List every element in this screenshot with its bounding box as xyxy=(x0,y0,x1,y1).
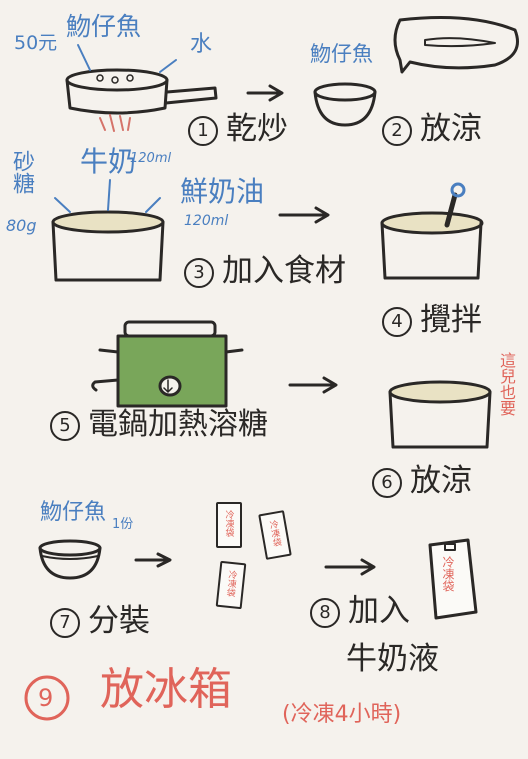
step-7-label: 7 分裝 xyxy=(50,606,150,638)
step-1-number: 1 xyxy=(188,115,218,146)
step-9-note: (冷凍4小時) xyxy=(282,702,402,727)
cooling-pot-icon xyxy=(388,380,492,449)
step-1-text: 乾炒 xyxy=(226,111,288,147)
step-4-text: 攪拌 xyxy=(420,302,482,338)
step-9-circle-icon xyxy=(24,675,70,721)
arrow-icon xyxy=(324,558,376,576)
step-2-text: 放涼 xyxy=(420,111,482,147)
step-8-text: 加入 xyxy=(348,593,410,629)
step-7-number: 7 xyxy=(50,607,80,638)
freezer-bag-icon xyxy=(428,538,478,620)
step-4-label: 4 攪拌 xyxy=(382,305,482,337)
packet-text: 冷凍袋 xyxy=(224,569,238,598)
step-8-label-line2: 牛奶液 xyxy=(346,641,439,677)
fish-bubble-icon xyxy=(393,16,519,74)
arrow-icon xyxy=(134,552,172,568)
price-label: 50元 xyxy=(14,32,58,54)
arrow-icon xyxy=(288,376,338,394)
packet-text: 冷凍袋 xyxy=(223,510,234,537)
arrow-icon xyxy=(278,206,330,224)
step-9-text: 放冰箱 xyxy=(100,664,232,715)
sugar-amount: 80g xyxy=(6,216,37,235)
step-8-number: 8 xyxy=(310,597,340,628)
step-6-note: 這兒也要 xyxy=(497,352,516,416)
step-6-label: 6 放涼 xyxy=(372,466,472,498)
water-label: 水 xyxy=(190,32,213,57)
fish-bowl-icon xyxy=(38,539,102,580)
small-bowl-icon xyxy=(313,82,377,127)
step-8-label: 8 加入 xyxy=(310,596,410,628)
step-7-fish-amount: 1份 xyxy=(112,517,134,532)
freezer-packet-icon: 冷凍袋 xyxy=(216,502,242,548)
step-5-label: 5 電鍋加熱溶糖 xyxy=(50,410,268,441)
milk-amount: 120ml xyxy=(130,151,172,166)
freezer-packet-icon: 冷凍袋 xyxy=(215,560,247,610)
packet-text: 冷凍袋 xyxy=(266,519,282,548)
arrow-icon xyxy=(246,84,284,102)
step-3-text: 加入食材 xyxy=(222,253,346,289)
step-5-text: 電鍋加熱溶糖 xyxy=(88,407,268,442)
step-1-label: 1 乾炒 xyxy=(188,114,288,146)
step-6-text: 放涼 xyxy=(410,463,472,499)
cream-label: 鮮奶油 xyxy=(180,175,265,208)
fish-label: 魩仔魚 xyxy=(66,12,142,41)
sugar-label: 砂糖 xyxy=(9,150,34,194)
step-7-text: 分裝 xyxy=(88,603,150,639)
step-6-number: 6 xyxy=(372,467,402,498)
pot-icon xyxy=(51,179,165,282)
step-2-label: 2 放涼 xyxy=(382,114,482,146)
frying-pan-icon xyxy=(65,44,218,132)
cream-amount: 120ml xyxy=(184,213,229,229)
step-5-number: 5 xyxy=(50,410,80,441)
rice-cooker-icon xyxy=(91,320,244,408)
step-3-label: 3 加入食材 xyxy=(184,256,346,288)
step-2-fish-label: 魩仔魚 xyxy=(310,42,373,66)
freezer-bag-text: 冷凍袋 xyxy=(441,556,455,592)
step-7-fish-label: 魩仔魚 xyxy=(40,500,107,525)
step-3-number: 3 xyxy=(184,257,214,288)
step-9-number: 9 xyxy=(38,684,54,712)
step-2-number: 2 xyxy=(382,115,412,146)
stirring-pot-icon xyxy=(380,182,484,280)
step-4-number: 4 xyxy=(382,306,412,337)
milk-label: 牛奶 xyxy=(80,145,137,178)
